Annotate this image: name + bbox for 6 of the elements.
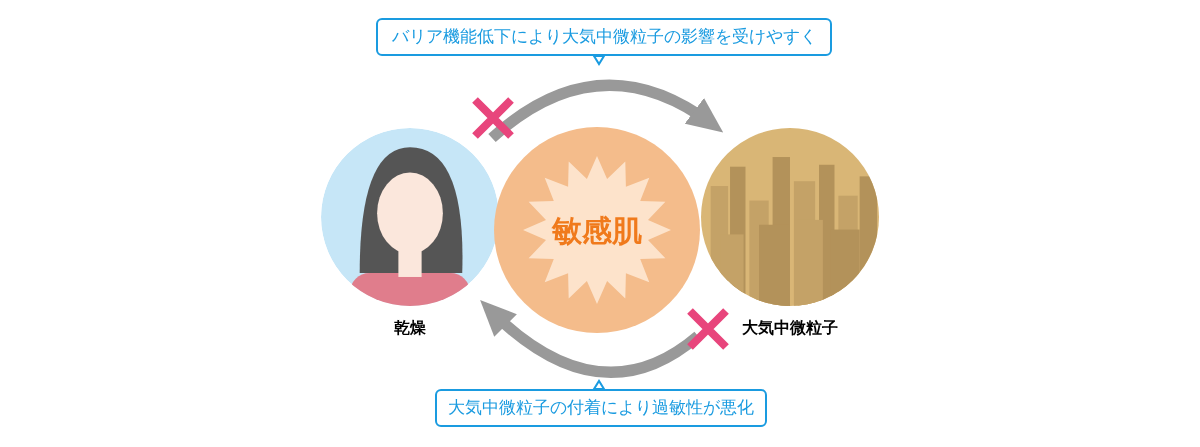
node-label: 乾燥: [394, 317, 426, 339]
speech-bubble: バリア機能低下により大気中微粒子の影響を受けやすく: [376, 18, 832, 56]
center-label: 敏感肌: [552, 211, 642, 250]
speech-bubble: 大気中微粒子の付着により過敏性が悪化: [435, 389, 767, 427]
node-label: 大気中微粒子: [742, 317, 838, 339]
curved-arrow: [488, 80, 724, 143]
